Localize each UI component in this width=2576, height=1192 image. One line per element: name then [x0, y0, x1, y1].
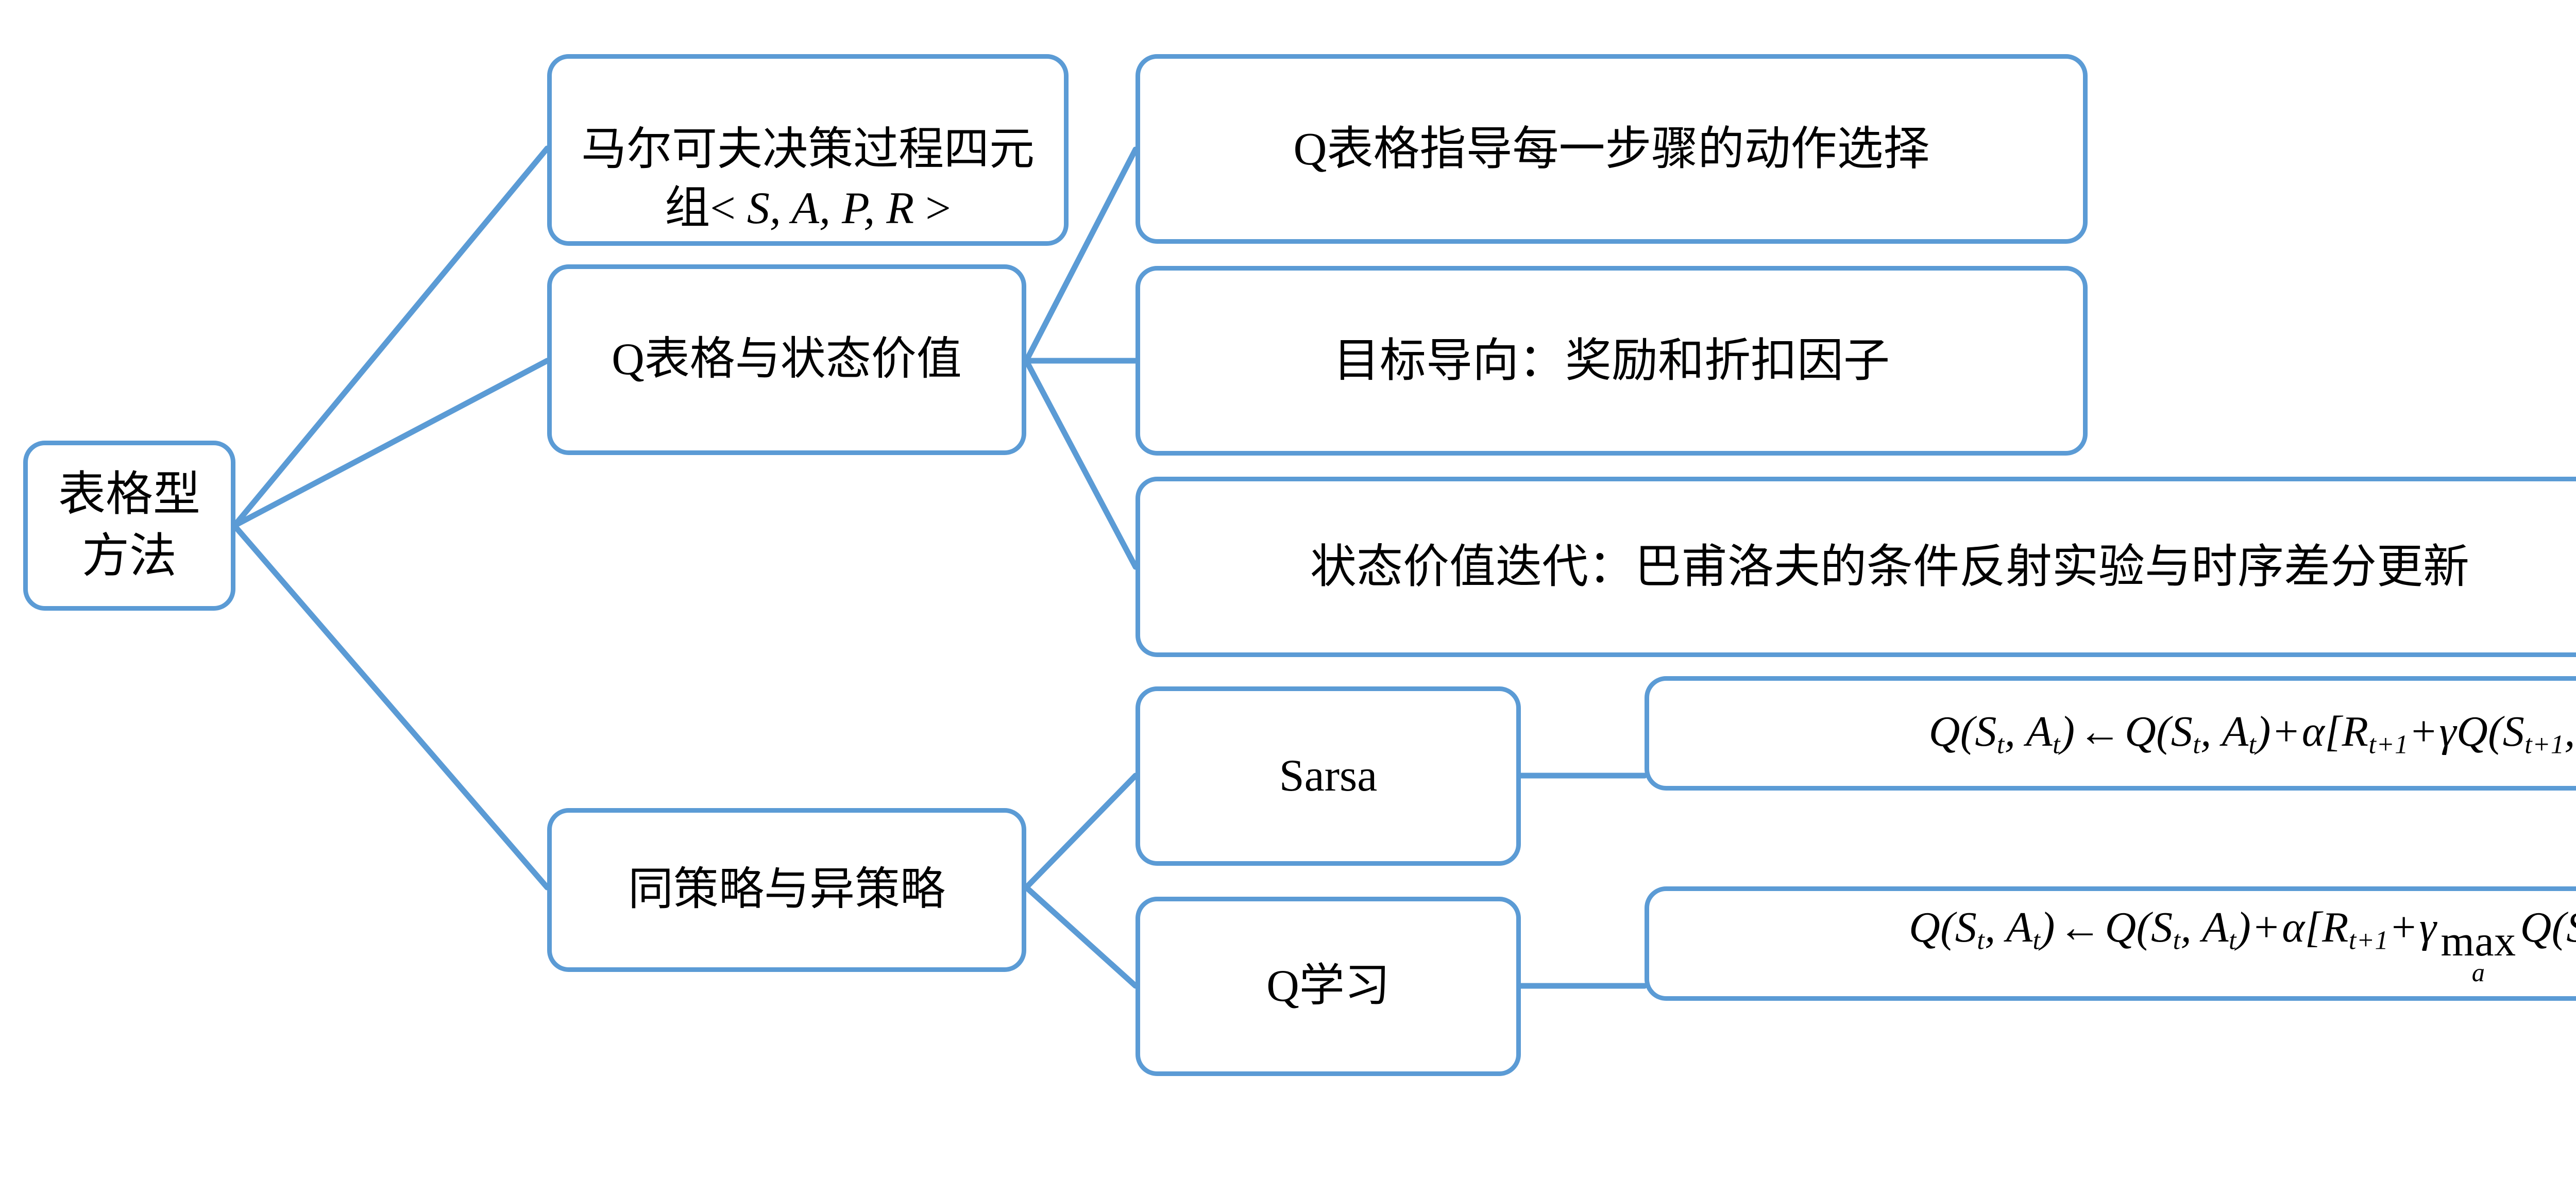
connector-policy-to-sarsa	[1023, 773, 1139, 891]
connector-policy-to-qlearning	[1023, 884, 1139, 989]
connector-qtable-to-value	[1023, 358, 1139, 570]
node-leaf-goal-label: 目标导向：奖励和折扣因子	[1333, 335, 1890, 387]
connector-root-to-mdp	[231, 145, 550, 529]
formula-qlearning: Q(St, At)←Q(St, At)+α[Rt+1+γmaxaQ(St+1, …	[1909, 903, 2576, 987]
node-policy-label: 同策略与异策略	[628, 864, 945, 915]
connector-root-to-policy	[231, 523, 550, 891]
node-sarsa-label: Sarsa	[1279, 750, 1378, 801]
node-sarsa[interactable]: Sarsa	[1136, 686, 1521, 866]
node-mdp-label: 马尔可夫决策过程四元组< S, A, P, R >	[552, 61, 1064, 238]
node-formula-qlearning[interactable]: Q(St, At)←Q(St, At)+α[Rt+1+γmaxaQ(St+1, …	[1645, 886, 2576, 1001]
node-leaf-value-label: 状态价值迭代：巴甫洛夫的条件反射实验与时序差分更新	[1310, 541, 2469, 593]
connector-root-to-qtable	[231, 358, 550, 529]
node-policy[interactable]: 同策略与异策略	[547, 808, 1026, 972]
node-mdp-math: S, A, P, R	[735, 183, 926, 234]
node-leaf-value[interactable]: 状态价值迭代：巴甫洛夫的条件反射实验与时序差分更新	[1136, 477, 2576, 657]
node-mdp-suffix: >	[925, 183, 951, 234]
node-leaf-goal[interactable]: 目标导向：奖励和折扣因子	[1136, 266, 2088, 456]
node-root-label: 表格型方法	[58, 468, 200, 582]
node-qtable-label: Q表格与状态价值	[612, 334, 962, 384]
node-qtable[interactable]: Q表格与状态价值	[547, 264, 1026, 455]
node-formula-sarsa[interactable]: Q(St, At)←Q(St, At)+α[Rt+1+γQ(St+1, At+1…	[1645, 676, 2576, 791]
node-mdp-text: 马尔可夫决策过程四元组<	[581, 124, 1035, 234]
node-mdp[interactable]: 马尔可夫决策过程四元组< S, A, P, R >	[547, 54, 1069, 246]
node-qlearning-label: Q学习	[1266, 961, 1390, 1011]
node-leaf-action[interactable]: Q表格指导每一步骤的动作选择	[1136, 54, 2088, 244]
node-leaf-action-label: Q表格指导每一步骤的动作选择	[1293, 123, 1930, 175]
node-qlearning[interactable]: Q学习	[1136, 897, 1521, 1076]
formula-sarsa: Q(St, At)←Q(St, At)+α[Rt+1+γQ(St+1, At+1…	[1928, 708, 2575, 760]
node-root[interactable]: 表格型方法	[23, 441, 235, 611]
